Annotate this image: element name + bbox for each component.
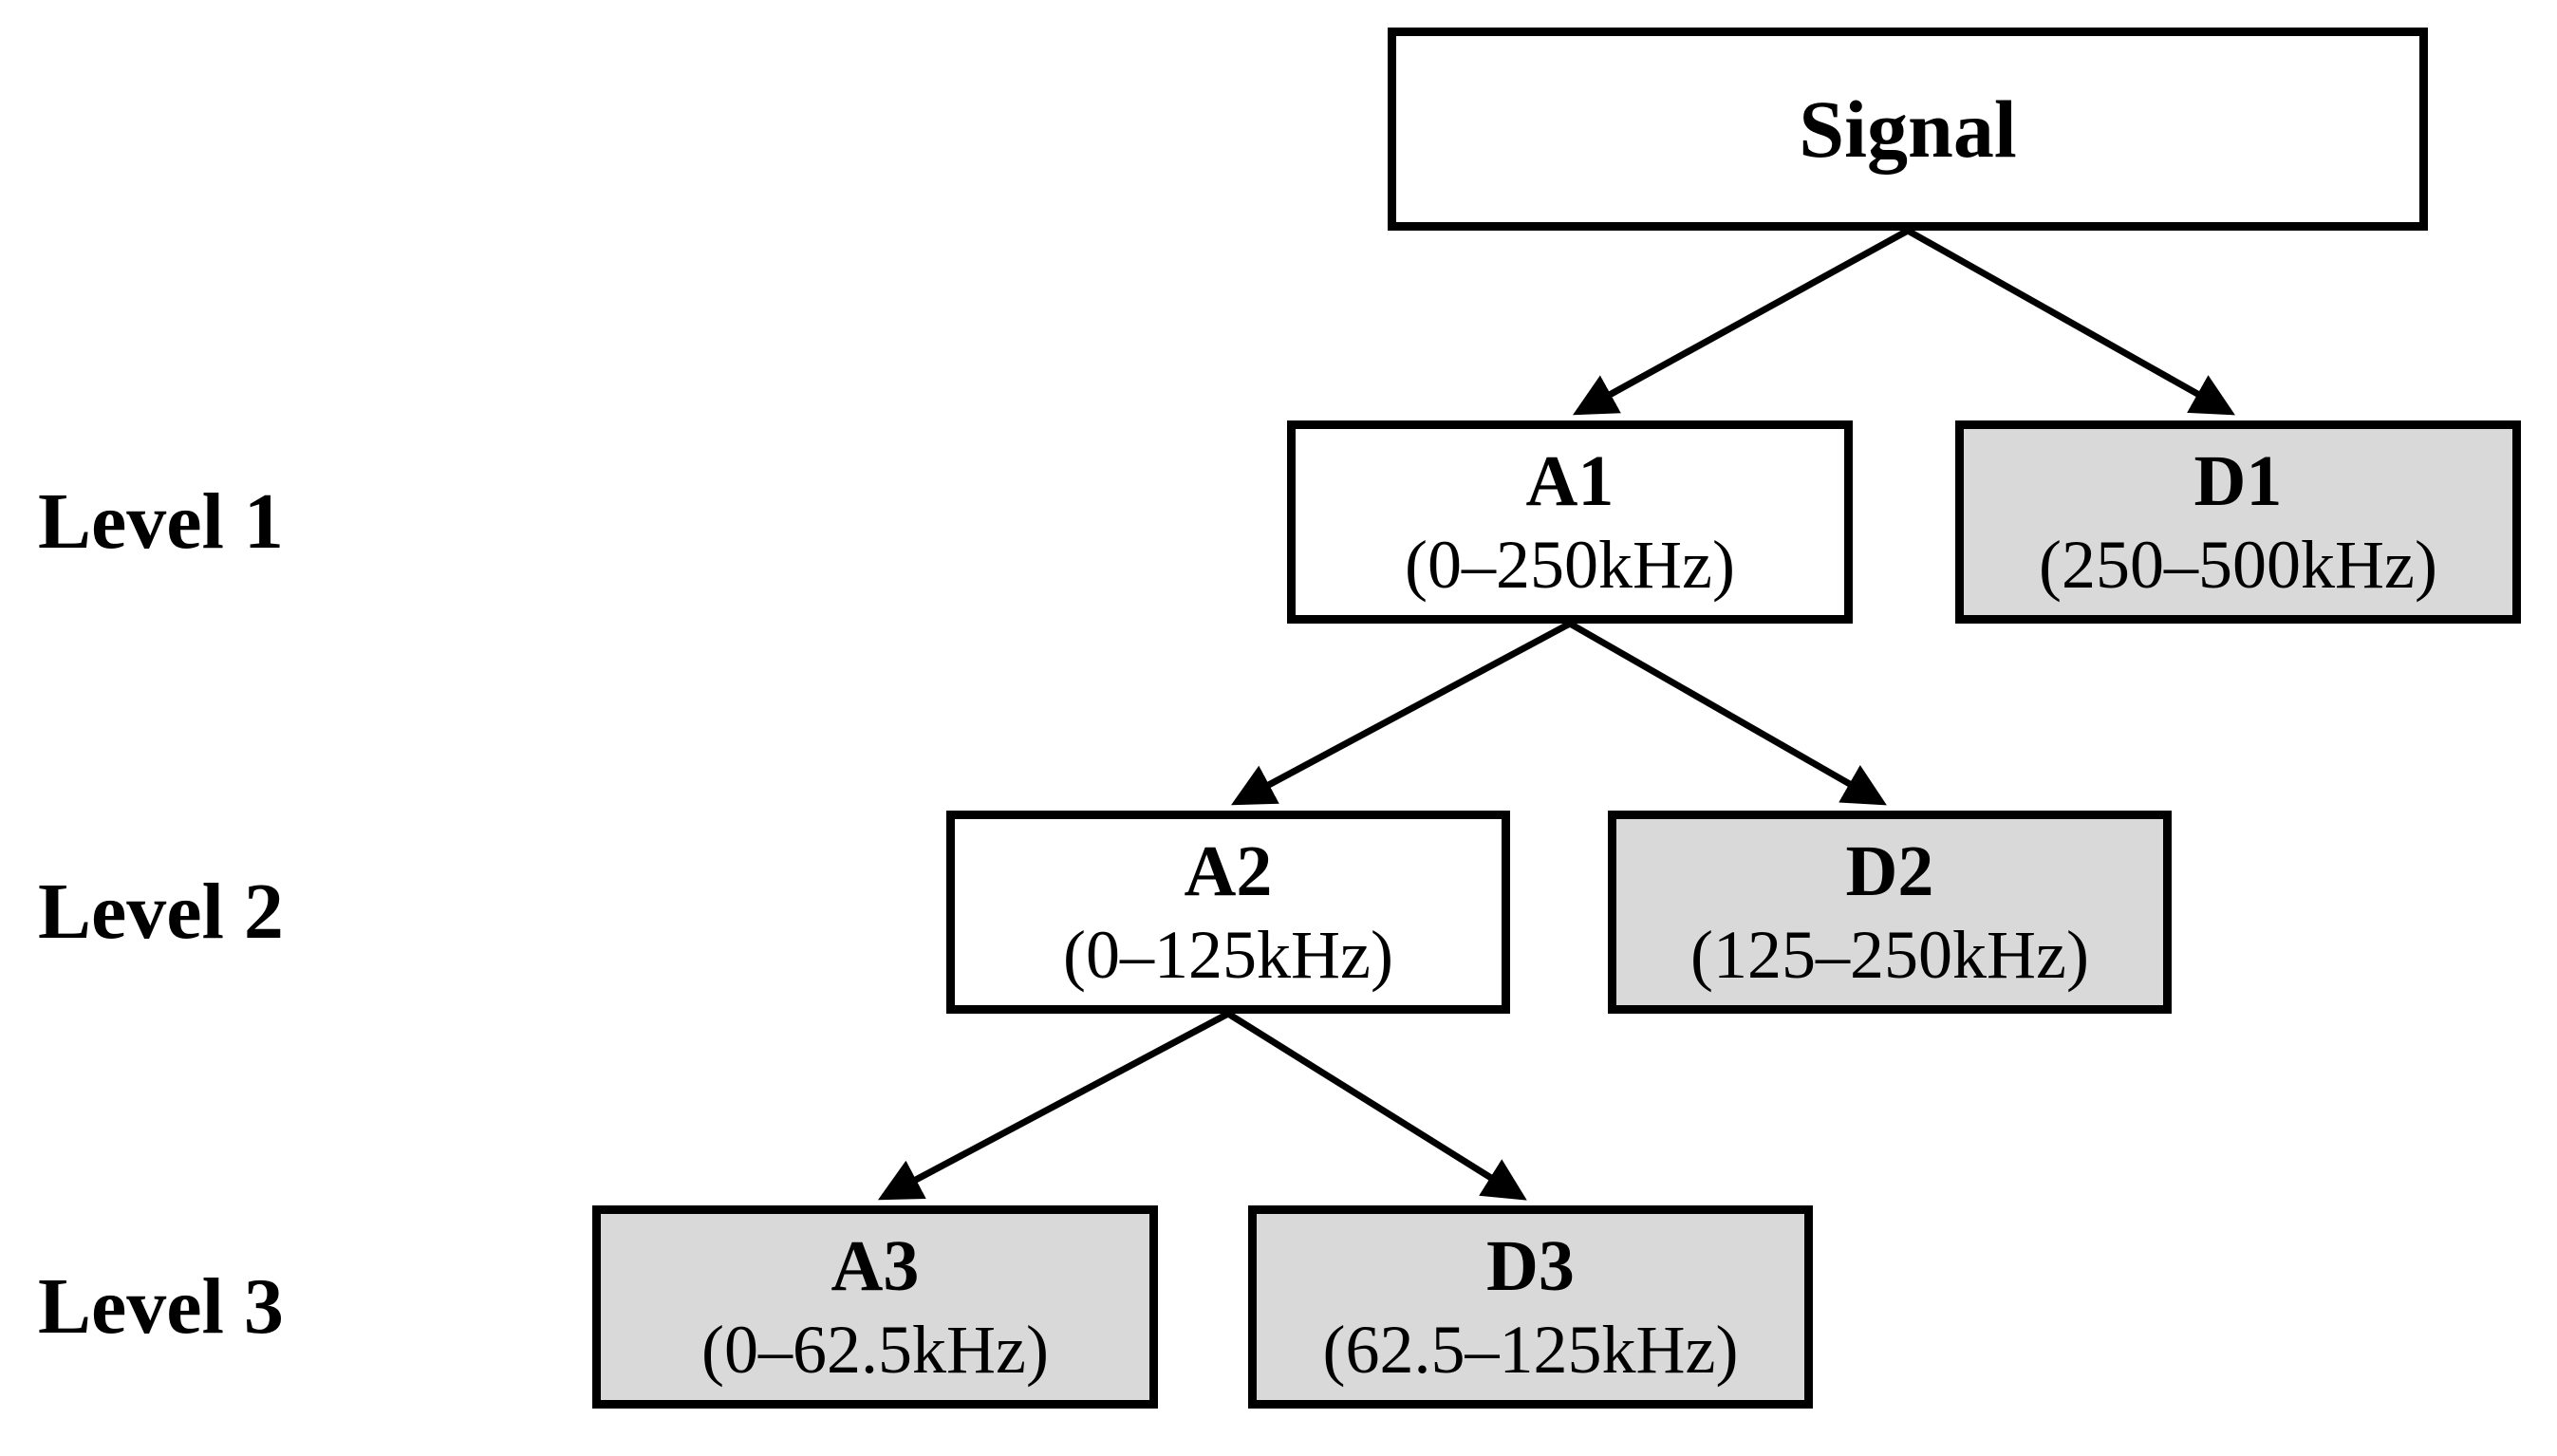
node-d3-frequency-range: (62.5–125kHz) xyxy=(1322,1312,1739,1388)
node-d1-detail: D1 (250–500kHz) xyxy=(1955,420,2521,624)
node-d3-detail: D3 (62.5–125kHz) xyxy=(1248,1205,1813,1409)
node-a2-approximation: A2 (0–125kHz) xyxy=(946,811,1510,1014)
edge-signal-a1 xyxy=(1573,227,1910,416)
node-a2-frequency-range: (0–125kHz) xyxy=(1063,917,1393,993)
node-a1-frequency-range: (0–250kHz) xyxy=(1405,527,1735,603)
level-2-label: Level 2 xyxy=(38,868,284,956)
node-d3-label: D3 xyxy=(1486,1226,1575,1306)
node-d2-detail: D2 (125–250kHz) xyxy=(1608,811,2172,1014)
node-a3-frequency-range: (0–62.5kHz) xyxy=(701,1312,1049,1388)
node-a1-approximation: A1 (0–250kHz) xyxy=(1287,420,1853,624)
node-d1-label: D1 xyxy=(2193,441,2283,521)
edge-a1-a2 xyxy=(1230,620,1572,806)
node-d1-frequency-range: (250–500kHz) xyxy=(2039,527,2437,603)
edge-a2-d3 xyxy=(1226,1011,1527,1201)
node-a2-label: A2 xyxy=(1184,831,1273,911)
node-d2-frequency-range: (125–250kHz) xyxy=(1690,917,2089,993)
node-signal-label: Signal xyxy=(1799,84,2017,175)
node-d2-label: D2 xyxy=(1845,831,1934,911)
edge-a2-a3 xyxy=(877,1010,1230,1201)
node-a3-label: A3 xyxy=(831,1226,920,1306)
node-a3-approximation: A3 (0–62.5kHz) xyxy=(592,1205,1158,1409)
node-a1-label: A1 xyxy=(1525,441,1614,521)
level-3-label: Level 3 xyxy=(38,1262,284,1351)
node-signal: Signal xyxy=(1388,28,2428,231)
edge-signal-d1 xyxy=(1906,227,2235,416)
level-1-label: Level 1 xyxy=(38,477,284,566)
edge-a1-d2 xyxy=(1568,620,1887,806)
